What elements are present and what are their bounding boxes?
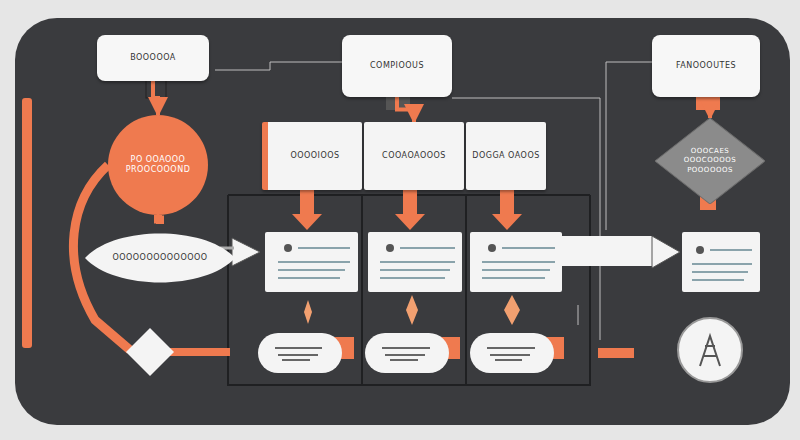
process-box: COOAOAOOOS	[364, 122, 464, 190]
spark-marks	[304, 295, 520, 325]
node-heading: OOOOOOOOOOOOOO	[108, 253, 211, 263]
title-box: COMPIOOUS	[342, 35, 452, 97]
icon-circle	[678, 318, 742, 382]
small-diamond	[126, 328, 174, 376]
node-heading: FANOOOUTES	[672, 61, 740, 71]
node-heading: BOOOOOA	[126, 53, 180, 63]
connector-arrow	[706, 97, 710, 118]
lens-callout: OOOOOOOOOOOOOO	[85, 224, 235, 292]
bottom-pills	[258, 333, 564, 373]
node-heading: OOOCAES OOOCOOOOS POOOOOOS	[676, 147, 744, 174]
node-heading: COMPIOOUS	[366, 61, 428, 71]
connector-arrow	[153, 81, 158, 115]
connector-arrow	[397, 97, 414, 122]
content-cards	[265, 232, 760, 292]
title-box: BOOOOOA	[97, 35, 209, 81]
lens-path	[85, 234, 235, 283]
dark-panel	[15, 18, 790, 425]
node-heading: COOAOAOOOS	[378, 151, 450, 161]
process-circle: PO OOAOOO PROOCOOOND	[108, 115, 208, 215]
row-arrowheads	[220, 236, 680, 268]
process-box: DOGGA OAOOS	[466, 122, 546, 190]
connector-arrow	[158, 215, 160, 224]
process-box: OOOOIOOS	[262, 122, 362, 190]
decision-diamond: OOOCAES OOOCOOOOS POOOOOOS	[655, 118, 765, 204]
node-heading: DOGGA OAOOS	[468, 151, 544, 161]
node-heading: OOOOIOOS	[286, 151, 343, 161]
side-bar	[22, 98, 32, 348]
diamond-path	[655, 118, 765, 204]
node-heading: PO OOAOOO PROOCOOOND	[108, 155, 208, 176]
thin-wires	[215, 62, 652, 340]
title-box: FANOOOUTES	[652, 35, 760, 97]
